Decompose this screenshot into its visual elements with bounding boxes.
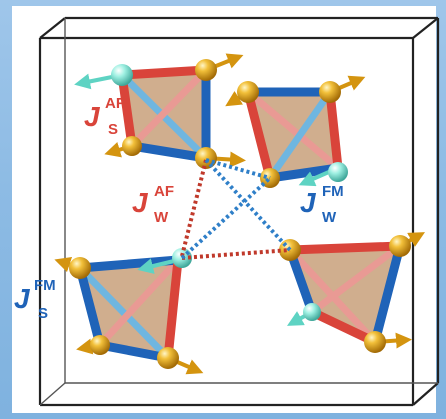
label-js-af-sub: S [108, 121, 118, 138]
label-js-fm-sub: S [38, 305, 48, 322]
label-js-af-main: J [84, 101, 101, 132]
label-js-fm-sup: FM [34, 277, 56, 294]
label-jw-af-main: J [132, 187, 149, 218]
weak-coupling-bonds [180, 158, 292, 260]
label-jw-fm-sub: W [322, 209, 337, 226]
label-js-fm: J FM S [14, 277, 56, 322]
label-jw-fm-sup: FM [322, 183, 344, 200]
tetrahedron-bottom-left [54, 248, 204, 375]
label-jw-af: J AF W [132, 183, 174, 226]
tetrahedron-bottom-right [279, 232, 425, 353]
tetrahedron-top-left [74, 53, 246, 169]
label-js-fm-main: J [14, 283, 31, 314]
unit-cell-cube [38, 16, 440, 407]
label-jw-fm-main: J [300, 187, 317, 218]
label-jw-af-sub: W [154, 209, 169, 226]
label-js-af: J AF S [84, 95, 125, 138]
label-js-af-sup: AF [105, 95, 125, 112]
label-jw-af-sup: AF [154, 183, 174, 200]
label-jw-fm: J FM W [300, 183, 344, 226]
tetrahedron-top-right [225, 75, 366, 188]
